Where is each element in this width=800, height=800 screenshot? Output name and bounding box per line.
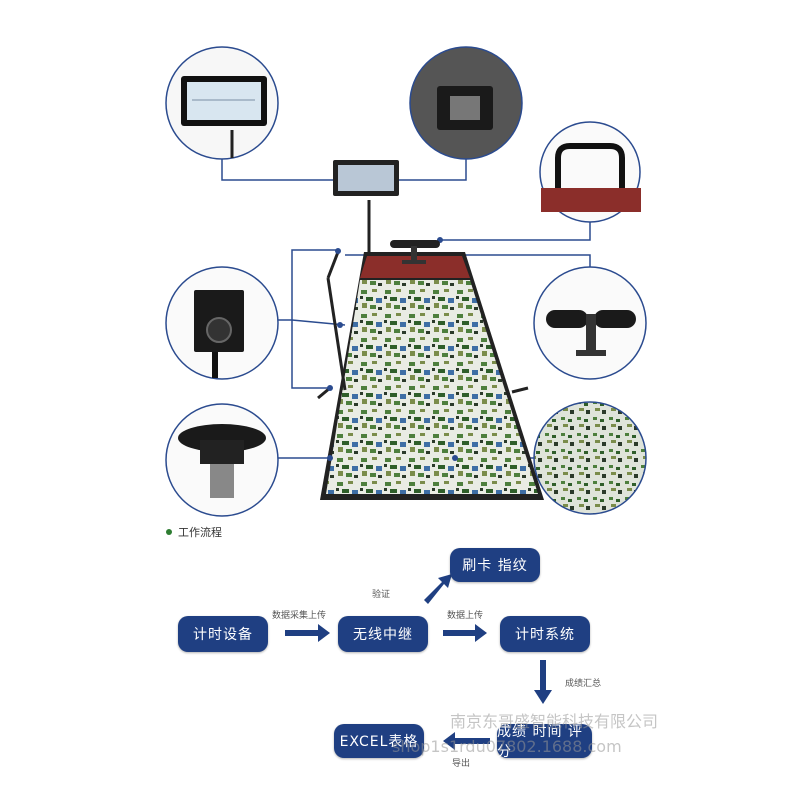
detail-camo-fabric — [533, 401, 647, 515]
node-excel-table: EXCEL表格 — [334, 724, 424, 758]
edge-label-data-upload: 数据上传 — [447, 611, 484, 621]
node-timing-system: 计时系统 — [500, 616, 590, 652]
section-bullet — [166, 529, 172, 535]
detail-screen — [165, 46, 279, 160]
detail-handle — [539, 121, 641, 223]
node-card-fingerprint: 刷卡 指纹 — [450, 548, 540, 582]
edge-label-data-collect-upload: 数据采集上传 — [272, 611, 327, 621]
node-timer-device: 计时设备 — [178, 616, 268, 652]
detail-sensor-window — [409, 46, 523, 160]
display-stand — [333, 160, 399, 252]
edge-label-verify: 验证 — [372, 590, 391, 600]
detail-foot-roller — [533, 266, 647, 380]
detail-foot-pad — [165, 403, 279, 517]
foot-holder — [390, 240, 440, 264]
watermark-url: shop1s1rdu07802.1688.com — [392, 737, 622, 756]
section-title: 工作流程 — [178, 526, 222, 539]
node-score-time-rating: 成绩 时间 评分 — [497, 724, 592, 760]
flow-arrows — [285, 574, 552, 750]
edge-label-score-summary: 成绩汇总 — [565, 679, 602, 689]
sensor-pole — [317, 251, 529, 400]
node-wireless-relay: 无线中继 — [338, 616, 428, 652]
sit-up-mat — [320, 252, 544, 500]
detail-sensor-box — [165, 266, 279, 380]
watermark-company: 南京东哥盛智能科技有限公司 — [450, 712, 659, 731]
edge-label-export: 导出 — [452, 759, 471, 769]
